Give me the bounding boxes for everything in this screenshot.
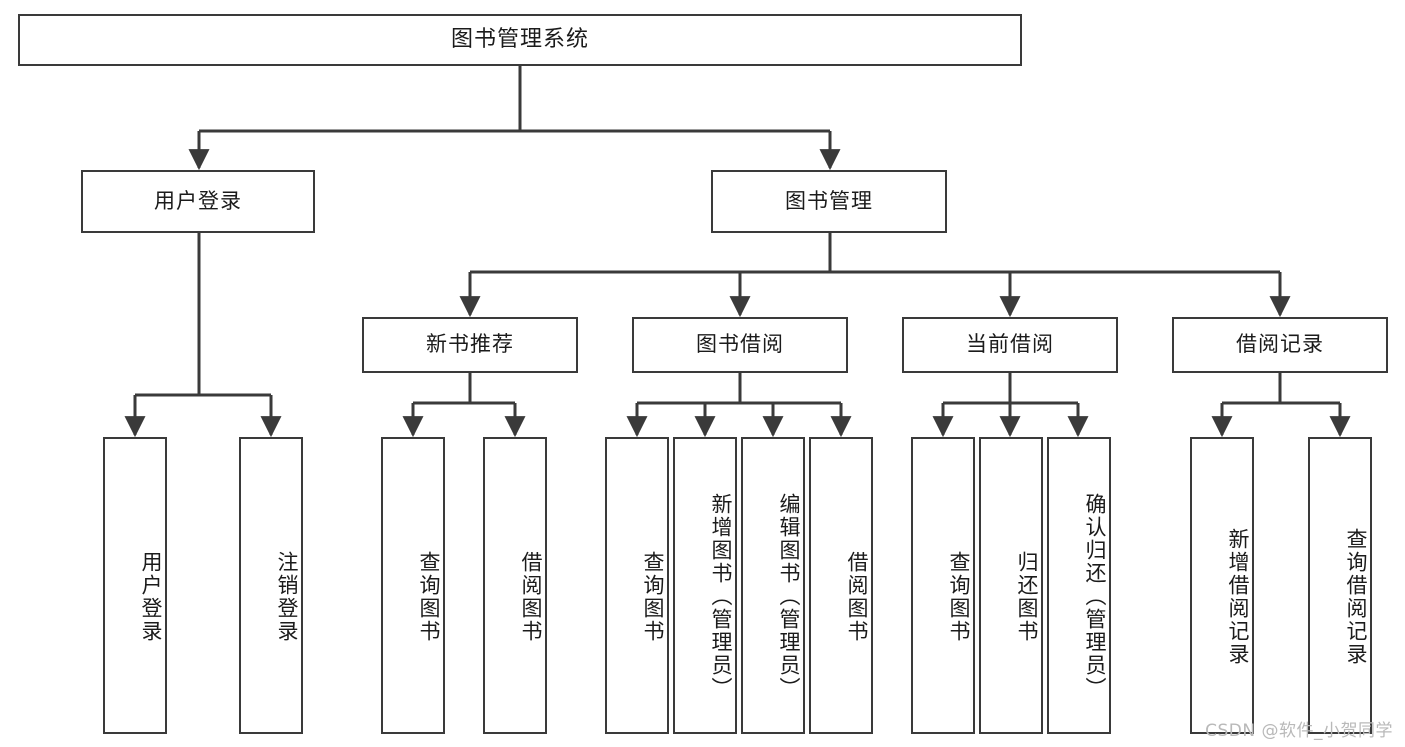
node-label: 用户登录	[139, 550, 163, 643]
node-user-login[interactable]: 用户登录	[81, 170, 315, 233]
node-leaf-edit-book[interactable]: 编辑图书（管理员）	[741, 437, 805, 734]
node-leaf-confirm-return[interactable]: 确认归还（管理员）	[1047, 437, 1111, 734]
node-book-manage[interactable]: 图书管理	[711, 170, 947, 233]
node-leaf-borrow-book-1[interactable]: 借阅图书	[483, 437, 547, 734]
node-label: 注销登录	[275, 550, 299, 643]
node-label: 查询图书	[641, 550, 665, 643]
node-leaf-query-record[interactable]: 查询借阅记录	[1308, 437, 1372, 734]
node-label: 编辑图书（管理员）	[777, 493, 801, 700]
node-leaf-return-book[interactable]: 归还图书	[979, 437, 1043, 734]
node-book-borrow[interactable]: 图书借阅	[632, 317, 848, 373]
node-label: 新增借阅记录	[1226, 527, 1250, 666]
node-label: 图书管理系统	[450, 26, 589, 52]
node-borrow-record[interactable]: 借阅记录	[1172, 317, 1388, 373]
node-new-book-rec[interactable]: 新书推荐	[362, 317, 578, 373]
node-leaf-add-record[interactable]: 新增借阅记录	[1190, 437, 1254, 734]
node-leaf-user-login[interactable]: 用户登录	[103, 437, 167, 734]
node-label: 确认归还（管理员）	[1083, 493, 1107, 700]
node-label: 新增图书（管理员）	[709, 493, 733, 700]
node-label: 借阅记录	[1236, 332, 1324, 357]
node-label: 查询图书	[417, 550, 441, 643]
node-label: 新书推荐	[426, 332, 514, 357]
node-label: 归还图书	[1015, 550, 1039, 643]
node-label: 借阅图书	[845, 550, 869, 643]
node-label: 查询图书	[947, 550, 971, 643]
node-label: 查询借阅记录	[1344, 527, 1368, 666]
node-leaf-borrow-book-2[interactable]: 借阅图书	[809, 437, 873, 734]
node-leaf-user-logout[interactable]: 注销登录	[239, 437, 303, 734]
node-leaf-query-book-1[interactable]: 查询图书	[381, 437, 445, 734]
csdn-watermark: CSDN @软件_小贺同学	[1205, 721, 1393, 741]
node-label: 用户登录	[154, 188, 242, 213]
node-leaf-query-book-3[interactable]: 查询图书	[911, 437, 975, 734]
node-label: 图书借阅	[696, 332, 784, 357]
node-leaf-query-book-2[interactable]: 查询图书	[605, 437, 669, 734]
node-label: 图书管理	[785, 188, 873, 213]
node-label: 当前借阅	[966, 332, 1054, 357]
node-label: 借阅图书	[519, 550, 543, 643]
node-root-system[interactable]: 图书管理系统	[18, 14, 1022, 66]
node-leaf-add-book[interactable]: 新增图书（管理员）	[673, 437, 737, 734]
node-current-borrow[interactable]: 当前借阅	[902, 317, 1118, 373]
